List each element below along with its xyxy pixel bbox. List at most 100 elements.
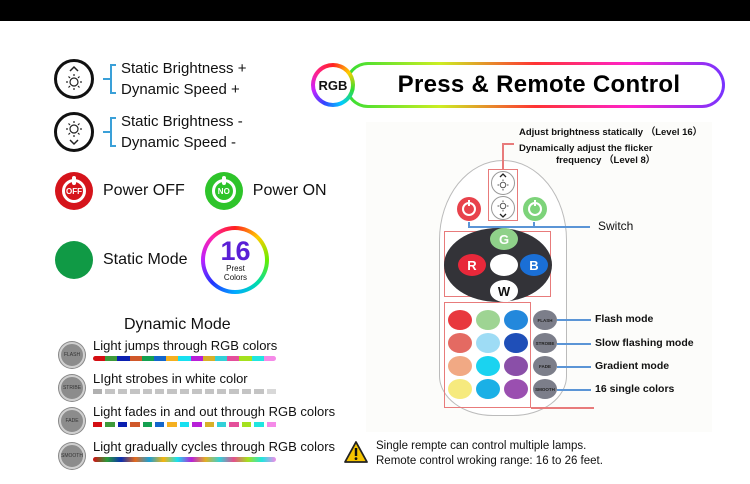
legend-text: Dynamic Speed -	[121, 134, 237, 151]
legend-text: Static Brightness -	[121, 113, 243, 130]
remote-smooth-button: SMOOTH	[533, 379, 557, 399]
remote-color-button	[476, 310, 500, 330]
power-on-icon: NO	[204, 172, 243, 210]
annotation-switch: Switch	[598, 219, 634, 233]
strip-segment	[190, 356, 203, 361]
remote-color-button	[476, 333, 500, 353]
legend-text: Dynamic Speed +	[121, 81, 240, 98]
annotation-flicker-2: frequency （Level 8）	[556, 155, 656, 166]
strip-segment	[117, 422, 128, 427]
strip-segment	[239, 356, 252, 361]
legend-brightness-up: Static Brightness + Dynamic Speed +	[54, 58, 246, 100]
connector-line	[468, 222, 470, 227]
remote-color-button	[448, 356, 472, 376]
top-black-bar	[0, 0, 750, 21]
strip-segment	[229, 422, 239, 427]
rgb-badge: RGB	[311, 63, 355, 107]
strip-segment	[154, 356, 167, 361]
strip-segment	[117, 389, 128, 394]
header-banner: Press & Remote Control	[345, 62, 725, 108]
dynamic-item-flash: FLASH Light jumps through RGB colors	[59, 337, 277, 368]
annotation-brightness: Adjust brightness statically （Level 16）	[519, 127, 703, 138]
remote-color-button	[476, 356, 500, 376]
strip-segment	[192, 389, 202, 394]
dynamic-item-strobe: STRIBE LIght strobes in white color	[59, 370, 276, 401]
strobe-button-icon: STRIBE	[59, 375, 85, 401]
strip-segment	[155, 389, 165, 394]
power-on-label: Power ON	[252, 182, 327, 199]
strip-segment	[204, 422, 215, 427]
annotation-smooth: 16 single colors	[595, 383, 675, 395]
remote-fade-button: FADE	[533, 356, 557, 376]
strip-segment	[93, 422, 103, 427]
annotation-strobe: Slow flashing mode	[595, 337, 694, 349]
strip-segment	[241, 422, 252, 427]
strip-segment	[155, 422, 165, 427]
strip-segment	[202, 356, 216, 361]
strip-segment	[251, 356, 264, 361]
bracket-connector	[103, 64, 117, 94]
legend-power: OFF Power OFF NO Power ON	[55, 172, 327, 210]
strip-segment	[204, 389, 215, 394]
color-strip-dashed	[93, 422, 276, 427]
strip-segment	[229, 389, 239, 394]
strip-segment	[167, 422, 177, 427]
strip-segment	[179, 389, 190, 394]
strip-segment	[130, 389, 140, 394]
annotation-flicker-1: Dynamically adjust the flicker	[519, 143, 653, 154]
preset-label-2: Colors	[223, 273, 248, 282]
rgb-badge-label: RGB	[315, 67, 351, 103]
connector-line	[502, 143, 504, 170]
remote-color-button	[448, 310, 472, 330]
strip-segment	[93, 389, 103, 394]
legend-text: Static Brightness +	[121, 60, 247, 77]
strip-segment	[254, 422, 264, 427]
remote-red-button: R	[458, 254, 486, 276]
static-mode-label: Static Mode	[103, 251, 188, 268]
power-off-icon: OFF	[55, 172, 93, 210]
strip-segment	[215, 356, 228, 361]
dynamic-item-text: Light jumps through RGB colors	[93, 338, 278, 353]
strip-segment	[263, 356, 276, 361]
dynamic-mode-title: Dynamic Mode	[124, 316, 231, 333]
dynamic-item-text: Light gradually cycles through RGB color…	[93, 439, 336, 454]
remote-color-button	[504, 356, 528, 376]
remote-brightness-up-icon	[491, 171, 515, 195]
remote-color-button	[448, 333, 472, 353]
connector-line	[557, 343, 591, 345]
dynamic-item-text: LIght strobes in white color	[93, 371, 248, 386]
remote-white-button: W	[490, 280, 518, 302]
strip-segment	[129, 356, 142, 361]
remote-strobe-button: STROBE	[533, 333, 557, 353]
strip-segment	[142, 422, 153, 427]
strip-segment	[105, 422, 115, 427]
connector-line	[557, 389, 591, 391]
legend-brightness-down: Static Brightness - Dynamic Speed -	[54, 111, 243, 153]
strip-segment	[142, 389, 153, 394]
connector-line	[468, 226, 590, 228]
strip-segment	[217, 422, 227, 427]
strip-segment	[167, 389, 177, 394]
strip-segment	[254, 389, 264, 394]
bracket-connector	[103, 117, 117, 147]
static-mode-icon	[55, 241, 93, 279]
dynamic-item-smooth: SMOOTH Light gradually cycles through RG…	[59, 438, 335, 469]
remote-green-button: G	[490, 228, 518, 250]
color-strip-gradient	[93, 457, 276, 462]
color-strip-solid	[93, 356, 276, 361]
remote-power-off-icon	[457, 197, 481, 221]
strip-segment	[266, 389, 276, 394]
strip-segment	[130, 422, 140, 427]
strip-segment	[217, 389, 227, 394]
remote-color-button	[504, 333, 528, 353]
strip-segment	[266, 422, 276, 427]
notice-line-2: Remote control wroking range: 16 to 26 f…	[376, 455, 603, 467]
connector-line	[533, 222, 535, 227]
remote-color-button	[504, 310, 528, 330]
brightness-highlight-box	[488, 169, 518, 221]
strip-segment	[192, 422, 202, 427]
annotation-fade: Gradient mode	[595, 360, 670, 372]
remote-color-button	[448, 379, 472, 399]
color-grid-highlight-box	[444, 302, 531, 408]
color-strip-white	[93, 389, 276, 394]
